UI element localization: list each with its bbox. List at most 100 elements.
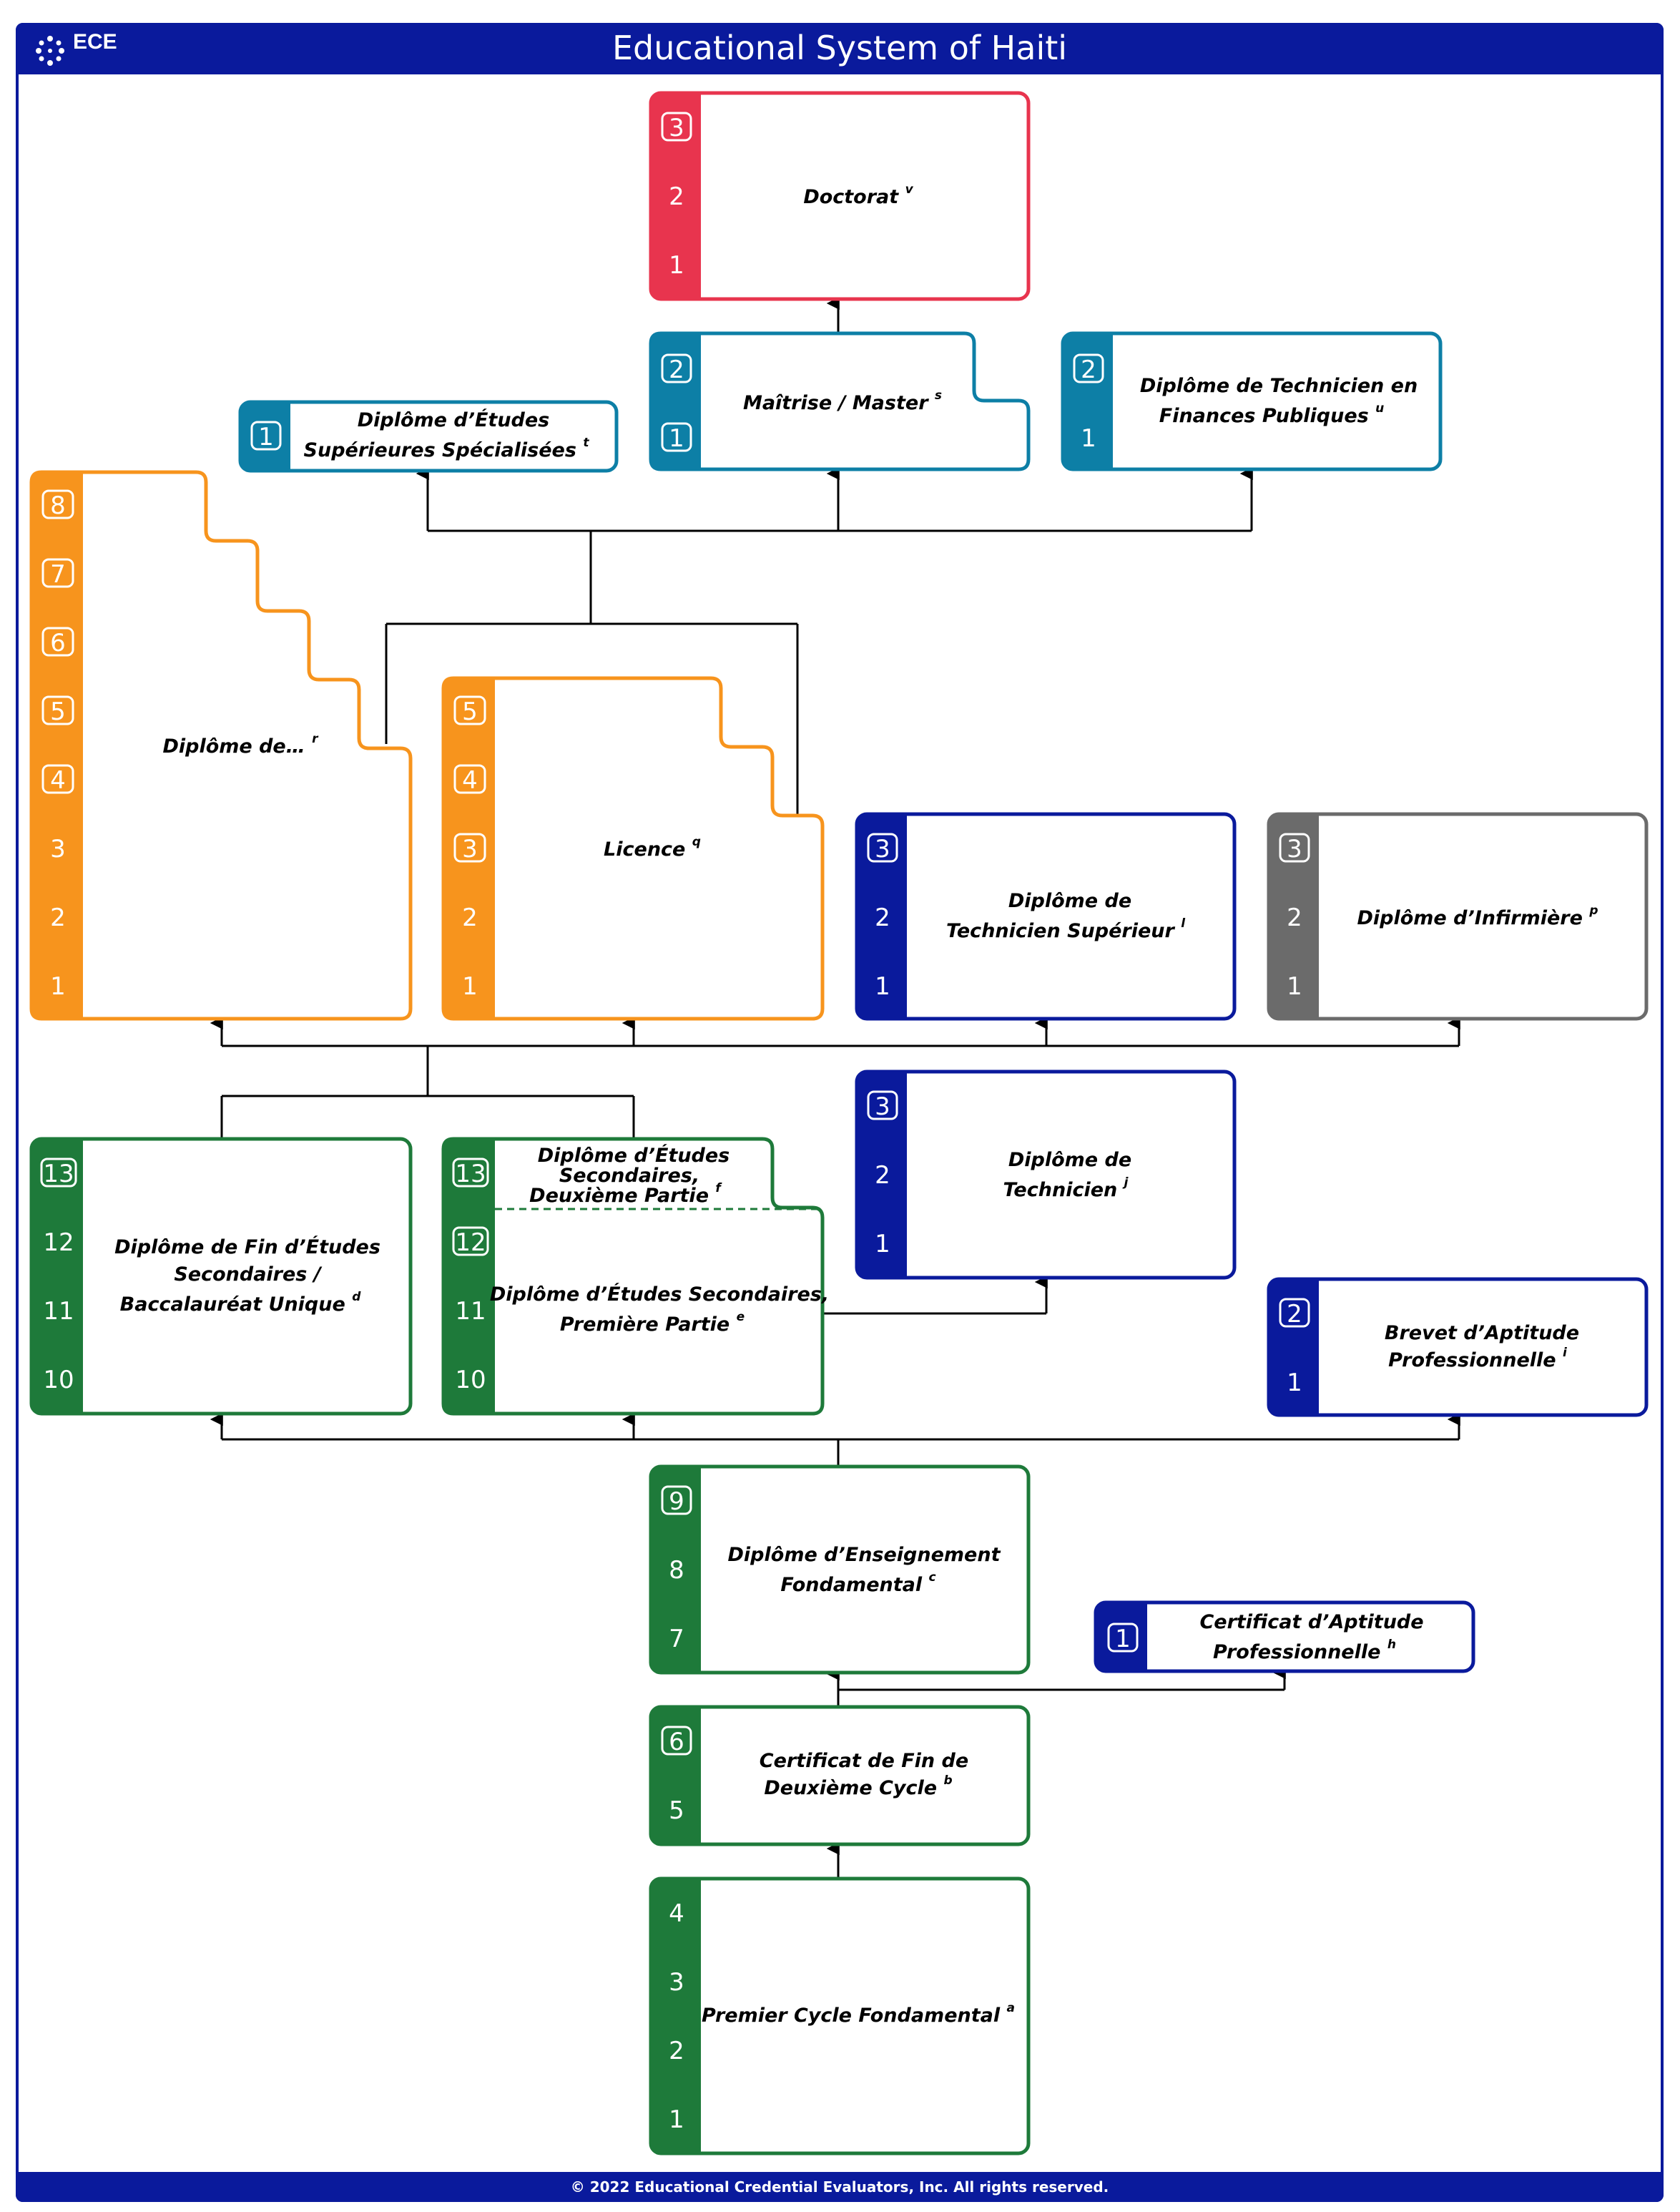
program-title-line: Professionnelle h (1213, 1638, 1396, 1663)
year-label: 1 (462, 972, 478, 1001)
deuxieme-cycle-program: 6 5 Certificat de Fin de Deuxième Cycle … (649, 1705, 1031, 1846)
year-label: 11 (43, 1297, 74, 1326)
year-label: 12 (455, 1228, 486, 1257)
year-label: 2 (1287, 1300, 1302, 1328)
year-label: 1 (875, 972, 890, 1001)
program-title: Doctorat v (803, 182, 913, 208)
current-year-box (41, 558, 74, 588)
current-year-box (41, 489, 74, 519)
program-title-line: Diplôme d’Études (358, 408, 550, 431)
current-year-box (661, 1485, 692, 1515)
year-label: 3 (669, 114, 684, 142)
program-title-line: Supérieures Spécialisées t (304, 436, 590, 461)
year-label: 2 (669, 356, 684, 384)
program-title-line: Finances Publiques u (1159, 401, 1384, 427)
year-label: 13 (455, 1160, 486, 1188)
current-year-box (661, 112, 692, 142)
year-label: 10 (43, 1366, 74, 1394)
premiere-partie-line: Première Partie e (560, 1310, 745, 1336)
year-label: 1 (258, 423, 274, 451)
year-label: 2 (669, 182, 684, 211)
year-label: 2 (1081, 356, 1096, 384)
year-label: 5 (462, 698, 478, 726)
ece-logo-icon (36, 36, 64, 66)
year-label: 2 (875, 904, 890, 932)
year-label: 8 (669, 1556, 684, 1585)
year-label: 4 (462, 766, 478, 795)
dess-program: 1 Diplôme d’Études Supérieures Spécialis… (238, 400, 619, 473)
program-title-line: Certificat de Fin de (760, 1750, 968, 1772)
current-year-box (661, 353, 692, 383)
cap-program: 1 Certificat d’Aptitude Professionnelle … (1094, 1600, 1475, 1673)
program-title: Diplôme de… r (162, 732, 319, 758)
doctorat-program: 3 2 1 Doctorat v (649, 91, 1031, 301)
current-year-box (1279, 833, 1310, 863)
program-title-line: Baccalauréat Unique d (120, 1290, 362, 1316)
year-label: 5 (50, 698, 66, 726)
year-label: 7 (669, 1625, 684, 1653)
program-title-line: Diplôme d’Enseignement (728, 1544, 1001, 1566)
current-year-box (1107, 1623, 1139, 1653)
year-label: 3 (50, 835, 66, 863)
year-label: 1 (875, 1230, 890, 1258)
year-label: 2 (875, 1161, 890, 1190)
current-year-box (1279, 1298, 1310, 1328)
year-label: 8 (50, 491, 66, 520)
header-bar: ECE Educational System of Haiti (16, 23, 1664, 74)
year-label: 2 (1287, 904, 1302, 932)
year-label: 2 (669, 2037, 684, 2065)
deuxieme-partie-line: Diplôme d’Études (538, 1144, 730, 1167)
year-label: 1 (1081, 424, 1096, 453)
program-title-line: Diplôme de Technicien en (1140, 375, 1418, 397)
year-label: 6 (50, 629, 66, 657)
year-label: 3 (669, 1968, 684, 1997)
program-title-line: Fondamental c (780, 1570, 935, 1596)
year-label: 3 (875, 1092, 890, 1121)
current-year-box (453, 764, 486, 794)
year-label: 12 (43, 1228, 74, 1257)
year-label: 4 (50, 766, 66, 795)
finances-publiques-program: 2 1 Diplôme de Technicien en Finances Pu… (1061, 331, 1443, 471)
program-title-line: Deuxième Cycle b (764, 1773, 952, 1799)
program-title: Diplôme d’Infirmière p (1357, 904, 1598, 929)
program-title: Maîtrise / Master s (743, 388, 942, 414)
year-label: 2 (462, 904, 478, 932)
current-year-box (41, 764, 74, 794)
year-label: 11 (455, 1297, 486, 1326)
current-year-box (1073, 353, 1104, 383)
etudes-secondaires-program: 13 12 11 10 Diplôme d’Études Secondaires… (441, 1137, 829, 1416)
maitrise-program: 2 1 Maîtrise / Master s (649, 331, 1031, 471)
fondamental-program: 9 8 7 Diplôme d’Enseignement Fondamental… (649, 1464, 1031, 1675)
program-title: Premier Cycle Fondamental a (702, 2001, 1015, 2027)
current-year-box (453, 695, 486, 725)
program-title-line: Diplôme de (1008, 1149, 1131, 1171)
current-year-box (661, 422, 692, 452)
current-year-box (453, 833, 486, 863)
year-label: 1 (1287, 1369, 1302, 1397)
program-title-line: Professionnelle i (1388, 1346, 1568, 1371)
brevet-program: 2 1 Brevet d’Aptitude Professionnelle i (1267, 1277, 1649, 1417)
year-label: 6 (669, 1728, 684, 1756)
technicien-superieur-program: 3 2 1 Diplôme de Technicien Supérieur l (855, 812, 1237, 1021)
program-title-line: Diplôme de (1008, 890, 1131, 912)
year-label: 13 (43, 1160, 74, 1188)
page-title: Educational System of Haiti (611, 29, 1068, 67)
program-title-line: Brevet d’Aptitude (1385, 1322, 1579, 1344)
deuxieme-partie-line: Deuxième Partie f (529, 1181, 722, 1207)
current-year-box (40, 1158, 77, 1188)
current-year-box (41, 695, 74, 725)
program-title-line: Technicien Supérieur l (946, 916, 1186, 942)
year-label: 1 (50, 972, 66, 1001)
year-label: 3 (875, 835, 890, 863)
program-title-line: Certificat d’Aptitude (1199, 1611, 1423, 1633)
year-label: 1 (669, 424, 684, 453)
year-label: 4 (669, 1899, 684, 1928)
year-label: 3 (1287, 835, 1302, 863)
program-title-line: Technicien j (1003, 1175, 1129, 1201)
current-year-box (41, 627, 74, 657)
current-year-box (452, 1158, 489, 1188)
premier-cycle-program: 4 3 2 1 Premier Cycle Fondamental a (649, 1876, 1031, 2155)
premiere-partie-line: Diplôme d’Études Secondaires, (490, 1283, 829, 1306)
program-title-line: Diplôme de Fin d’Études (114, 1235, 380, 1258)
